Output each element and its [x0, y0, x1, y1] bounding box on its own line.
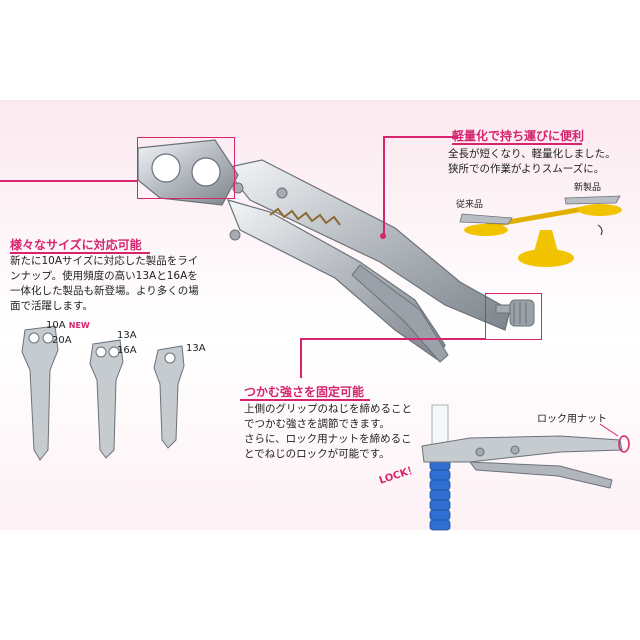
jaw-callout-line: [0, 180, 137, 182]
sizes-heading-underline: [10, 252, 150, 254]
fixed-grip-heading: つかむ強さを固定可能: [244, 385, 365, 399]
variant-2-top-size: 13A: [117, 330, 137, 341]
old-product-label: 従来品: [456, 200, 484, 210]
lightweight-heading: 軽量化で持ち運びに便利: [452, 129, 585, 143]
variant-1-top-size: 10A NEW: [46, 320, 90, 331]
variant-3-top-size: 13A: [186, 343, 206, 354]
sizes-text: 新たに10Aサイズに対応した製品をライ ンナップ。使用頻度の高い13Aと16Aを…: [10, 255, 199, 312]
lightweight-heading-underline: [452, 143, 582, 145]
screw-callout-box: [485, 293, 542, 340]
jaw-callout-box: [137, 137, 235, 199]
lightweight-callout-line-v: [383, 136, 385, 236]
variant-1-bottom-size: 20A: [52, 335, 72, 346]
new-product-label: 新製品: [574, 183, 602, 193]
lightweight-text: 全長が短くなり、軽量化しました。 狭所での作業がよりスムーズに。: [448, 148, 616, 175]
variant-2-bottom-size: 16A: [117, 345, 137, 356]
screw-callout-line-h: [300, 338, 485, 340]
screw-callout-line-v: [300, 338, 302, 378]
fixed-grip-text: 上側のグリップのねじを締めること でつかむ強さを調節できます。 さらに、ロック用…: [244, 403, 412, 460]
new-badge: NEW: [68, 321, 90, 330]
fixed-grip-heading-underline: [240, 399, 370, 401]
lock-nut-label: ロック用ナット: [537, 414, 607, 425]
sizes-heading: 様々なサイズに対応可能: [10, 238, 142, 252]
lightweight-callout-line-h: [383, 136, 458, 138]
lightweight-callout-dot: [380, 233, 386, 239]
